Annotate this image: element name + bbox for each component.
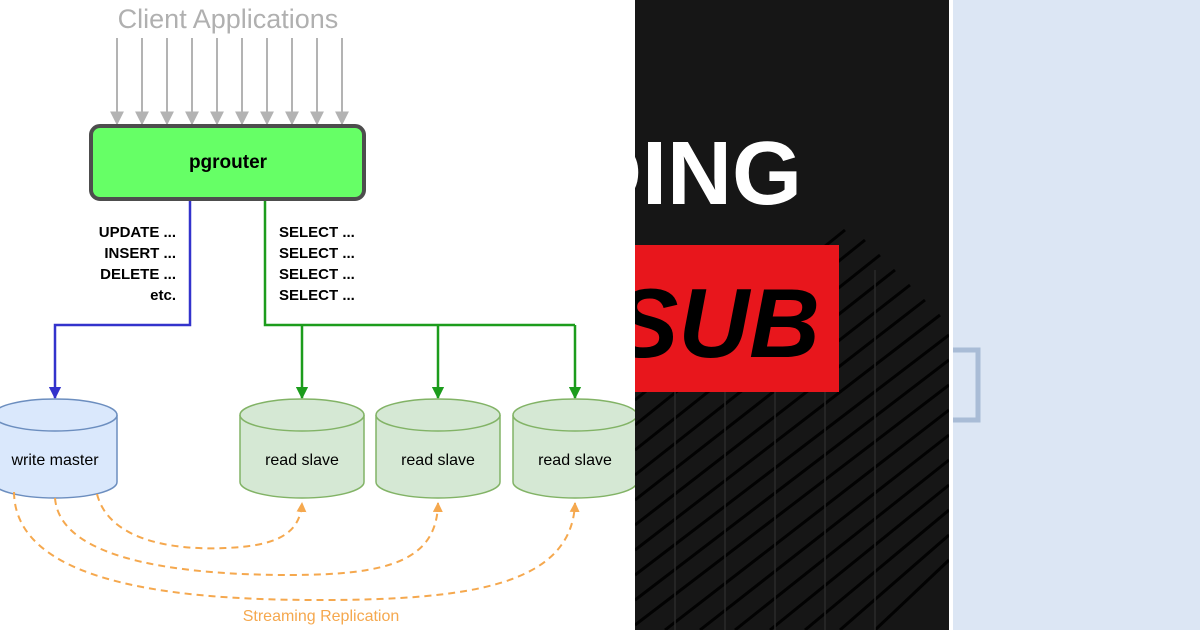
read-slave-label: read slave xyxy=(265,452,339,469)
pgrouter-label: pgrouter xyxy=(189,152,268,173)
pgrouter-box xyxy=(89,124,366,201)
subscribe-badge xyxy=(635,245,839,392)
read-path-trunk xyxy=(263,201,575,327)
read-query: SELECT ... xyxy=(279,245,355,262)
write-query: DELETE ... xyxy=(100,266,176,283)
badge-text: SUB xyxy=(635,268,820,378)
read-query: SELECT ... xyxy=(279,266,355,283)
panel-divider xyxy=(949,0,953,630)
streaming-replication-label: Streaming Replication xyxy=(243,608,400,625)
video-thumbnail[interactable]: SUB DING xyxy=(635,0,949,630)
read-query: SELECT ... xyxy=(279,287,355,304)
read-slave-db: read slave xyxy=(239,398,365,499)
side-panel xyxy=(953,0,1200,630)
read-slave-label: read slave xyxy=(538,452,612,469)
title-fragment: DING xyxy=(635,124,802,224)
write-master-db: write master xyxy=(0,398,118,499)
read-query: SELECT ... xyxy=(279,224,355,241)
replication-arrow xyxy=(96,493,307,550)
architecture-diagram: Client Applications pgrouter UPDATE ... xyxy=(0,4,638,625)
read-queries: SELECT ... SELECT ... SELECT ... SELECT … xyxy=(279,224,355,304)
replication-arrow xyxy=(13,491,580,602)
write-queries: UPDATE ... INSERT ... DELETE ... etc. xyxy=(99,224,176,304)
write-query: etc. xyxy=(150,287,176,304)
client-applications-label: Client Applications xyxy=(118,4,339,34)
write-path-arrow xyxy=(48,201,192,400)
read-slave-db: read slave xyxy=(375,398,501,499)
client-arrows xyxy=(110,38,349,126)
read-slave-label: read slave xyxy=(401,452,475,469)
replication-arrows xyxy=(13,491,580,602)
write-query: UPDATE ... xyxy=(99,224,176,241)
read-slave-db: read slave xyxy=(512,398,638,499)
bracket-shape xyxy=(953,347,981,423)
write-master-label: write master xyxy=(10,452,99,469)
replication-arrow xyxy=(54,497,443,577)
write-query: INSERT ... xyxy=(104,245,176,262)
